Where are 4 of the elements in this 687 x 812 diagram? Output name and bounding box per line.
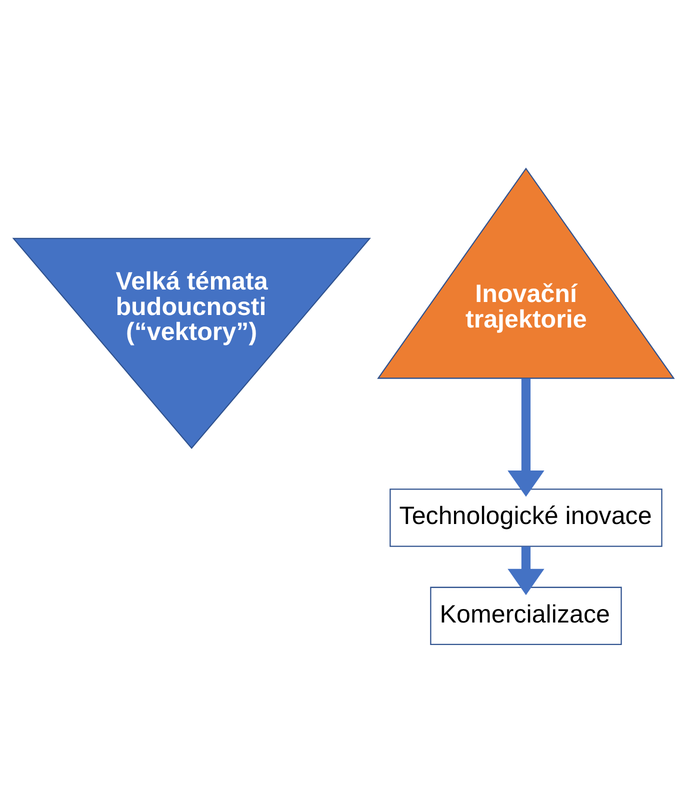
arrow (508, 378, 544, 496)
node-box: Komercializace (430, 586, 622, 644)
node-box: Technologické inovace (390, 488, 662, 546)
arrow (508, 546, 544, 595)
